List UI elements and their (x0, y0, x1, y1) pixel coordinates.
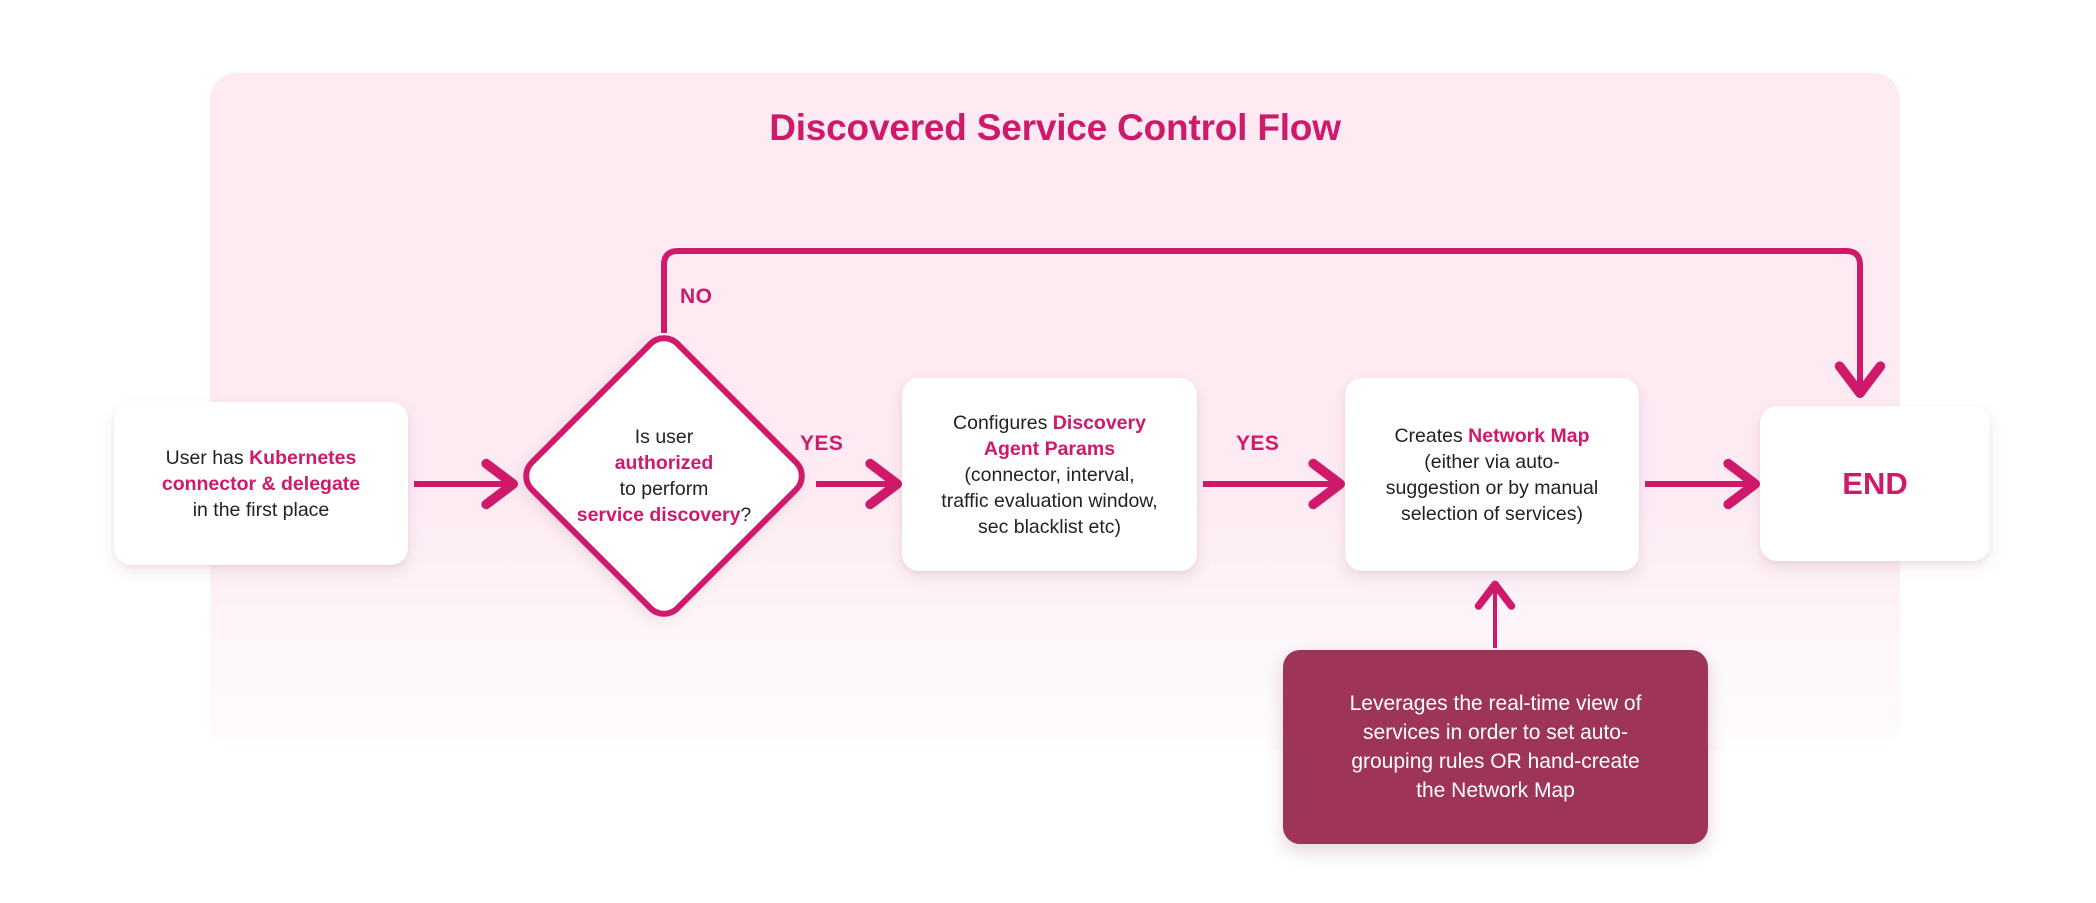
edge-label-yes-decision-to-config: YES (800, 432, 844, 455)
node-decision-is-user-authorized[interactable]: Is user authorized to perform service di… (514, 326, 814, 626)
node-end-label: END (1842, 465, 1908, 501)
node-config-text: Configures Discovery Agent Params (conne… (927, 410, 1171, 540)
node-note-line-3: grouping rules OR hand-create (1351, 750, 1640, 773)
node-end[interactable]: END (1760, 406, 1990, 561)
node-config-line-4: traffic evaluation window, (941, 489, 1158, 512)
edge-label-no: NO (680, 285, 713, 308)
node-decision-line-3: to perform (619, 478, 709, 500)
diagram-title: Discovered Service Control Flow (769, 107, 1341, 148)
node-decision-line-4: service discovery? (576, 504, 752, 526)
node-netmap-line-4: selection of services) (1400, 502, 1584, 525)
node-start-line-2: connector & delegate (161, 472, 361, 495)
node-netmap-text: Creates Network Map (either via auto- su… (1372, 423, 1612, 527)
node-config-line-3: (connector, interval, (964, 463, 1135, 486)
node-start-text: User has Kubernetes connector & delegate… (148, 445, 374, 523)
node-user-has-kubernetes-connector[interactable]: User has Kubernetes connector & delegate… (114, 402, 408, 565)
node-note-line-4: the Network Map (1416, 779, 1575, 802)
node-configures-discovery-agent-params[interactable]: Configures Discovery Agent Params (conne… (902, 378, 1197, 571)
node-decision-line-2: authorized (614, 452, 714, 474)
node-config-line-5: sec blacklist etc) (977, 515, 1122, 538)
node-note-leverages-real-time-view[interactable]: Leverages the real-time view of services… (1283, 650, 1708, 844)
edge-decision-to-end-no (661, 248, 1886, 398)
node-config-line-2: Agent Params (983, 437, 1116, 460)
node-start-line-1: User has Kubernetes (165, 446, 357, 469)
node-creates-network-map[interactable]: Creates Network Map (either via auto- su… (1345, 378, 1639, 571)
node-config-line-1: Configures Discovery (953, 411, 1146, 434)
node-note-text: Leverages the real-time view of services… (1332, 689, 1660, 805)
node-netmap-line-3: suggestion or by manual (1385, 476, 1599, 499)
node-decision-text: Is user authorized to perform service di… (518, 330, 810, 622)
node-note-line-2: services in order to set auto- (1363, 721, 1628, 744)
node-netmap-line-2: (either via auto- (1424, 450, 1560, 473)
node-note-line-1: Leverages the real-time view of (1349, 692, 1642, 715)
node-start-line-3: in the first place (192, 498, 330, 521)
node-decision-line-1: Is user (634, 426, 694, 448)
node-netmap-line-1: Creates Network Map (1394, 424, 1590, 447)
edge-label-yes-config-to-netmap: YES (1236, 432, 1280, 455)
